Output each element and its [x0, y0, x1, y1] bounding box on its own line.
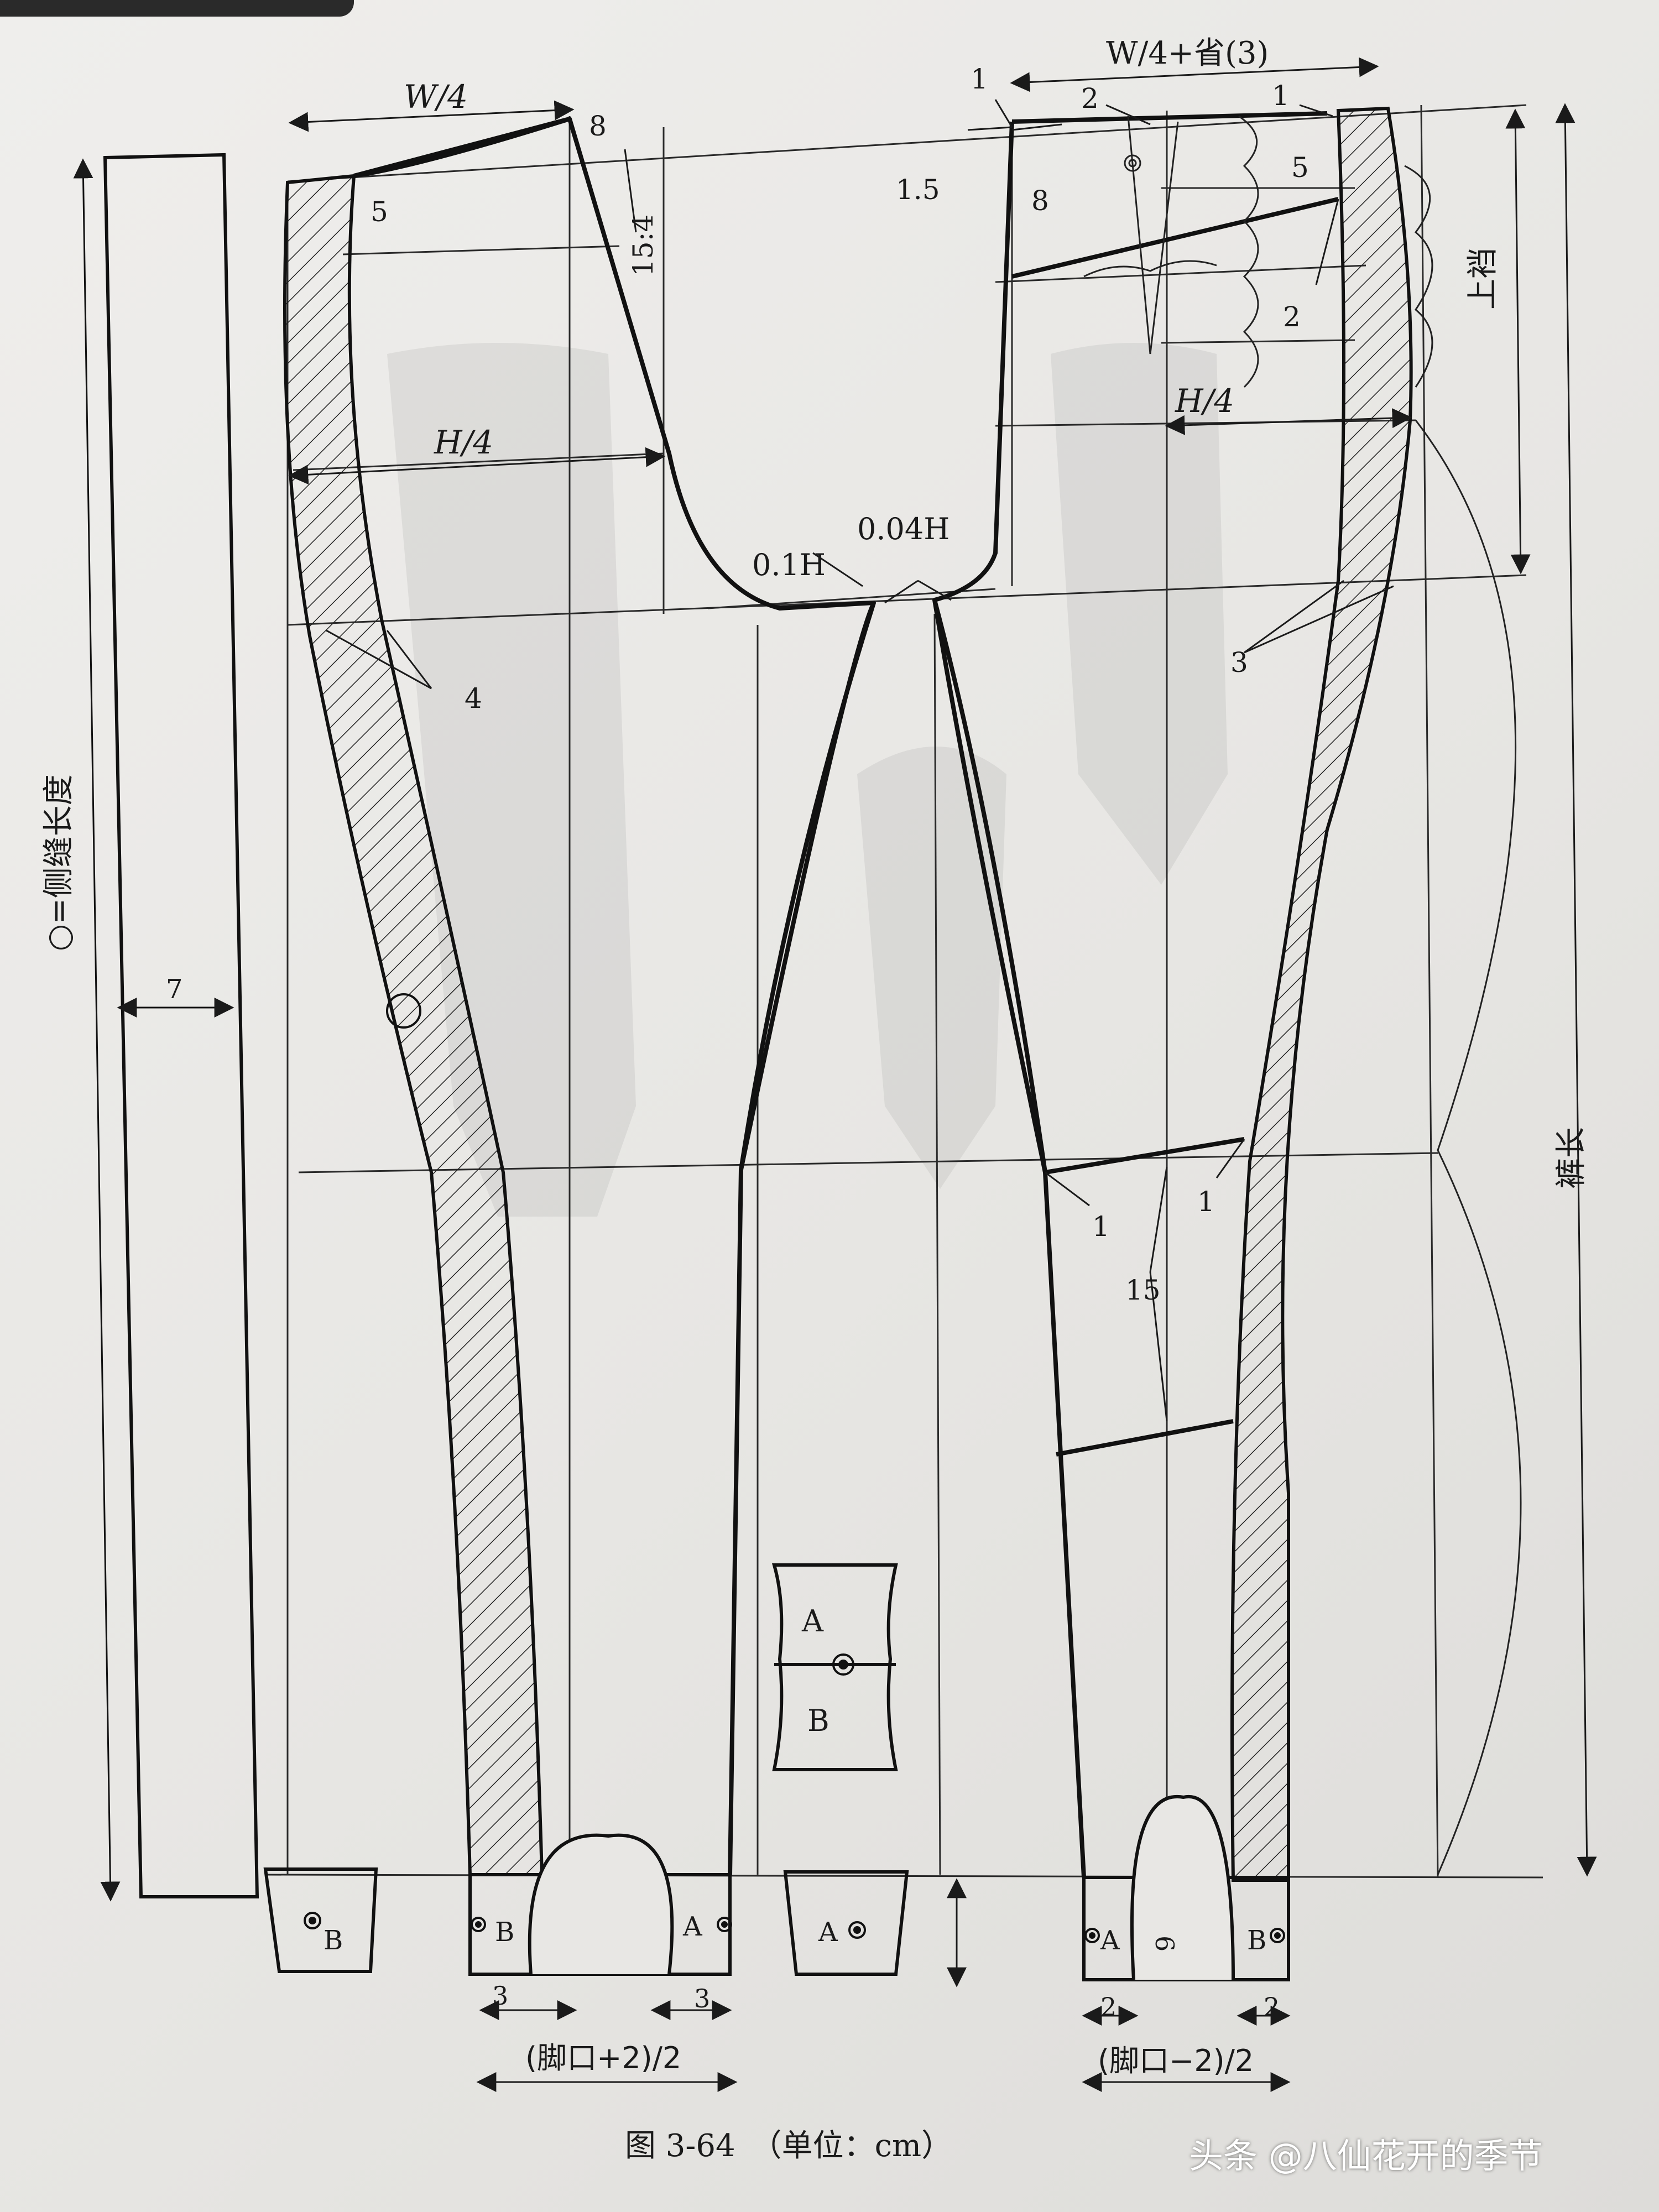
watermark: 头条 @八仙花开的季节 [1189, 2136, 1543, 2176]
piece-a-1: A [682, 1911, 703, 1942]
piece-a-4: A [801, 1604, 824, 1639]
side-seam-strip [73, 153, 259, 1902]
label-7: 7 [166, 974, 183, 1005]
label-h4-back: H/4 [1175, 382, 1234, 420]
piece-a-2: A [818, 1917, 838, 1948]
label-hem-front: (脚口+2)/2 [525, 2041, 681, 2075]
label-3: 3 [1230, 646, 1248, 679]
piece-a-3: A [1100, 1925, 1120, 1956]
label-w4: W/4 [404, 78, 468, 116]
dimension-labels: W/4 W/4+省(3) H/4 H/4 0.1H 0.04H 15:4 上裆 … [41, 35, 1589, 2078]
label-side-seam: ○=侧缝长度 [41, 774, 77, 951]
label-5b: 5 [1291, 152, 1309, 184]
label-ratio: 15:4 [627, 215, 659, 276]
back-darts [1083, 115, 1433, 388]
piece-b-2: B [495, 1917, 514, 1948]
label-3b: 3 [694, 1984, 710, 2013]
label-w4-dart: W/4+省(3) [1106, 35, 1269, 71]
label-6: 6 [1150, 1936, 1180, 1952]
side-seam-arc [1415, 420, 1522, 1875]
construction-lines [265, 104, 1543, 1879]
label-h4-front: H/4 [434, 424, 493, 461]
label-1c: 1 [1092, 1211, 1110, 1243]
button-marks [304, 993, 1285, 1943]
label-crotch-back: 0.04H [857, 512, 950, 546]
label-8a: 8 [589, 110, 607, 142]
label-15: 15 [1125, 1274, 1161, 1306]
label-1a: 1 [971, 63, 988, 95]
label-2c: 2 [1100, 1992, 1117, 2022]
label-2b: 2 [1283, 301, 1301, 333]
piece-b-1: B [324, 1925, 343, 1956]
back-seam-hatch [1230, 106, 1413, 1882]
figure-caption: 图 3-64 （单位：cm） [625, 2128, 953, 2164]
piece-b-3: B [1247, 1925, 1266, 1956]
label-rise: 上裆 [1465, 248, 1501, 310]
side-seam-mark [386, 993, 421, 1029]
label-3a: 3 [492, 1981, 508, 2011]
hem-pieces [263, 1563, 1290, 1981]
label-2a: 2 [1081, 82, 1099, 114]
label-2d: 2 [1264, 1992, 1280, 2022]
header-bar [0, 0, 354, 17]
pattern-outlines [353, 111, 1339, 1878]
label-1d: 1 [1197, 1186, 1215, 1218]
label-1b: 1 [1272, 80, 1290, 112]
dimension-lines [288, 57, 1597, 2092]
label-1-5: 1.5 [896, 174, 940, 206]
label-8b: 8 [1031, 185, 1049, 217]
ghost-figures [387, 343, 1228, 1217]
piece-b-4: B [807, 1703, 830, 1738]
label-hem-back: (脚口−2)/2 [1098, 2043, 1254, 2078]
label-pants-length: 裤长 [1553, 1127, 1589, 1189]
label-crotch-front: 0.1H [752, 547, 826, 582]
label-4: 4 [465, 682, 482, 714]
label-5a: 5 [371, 196, 388, 228]
